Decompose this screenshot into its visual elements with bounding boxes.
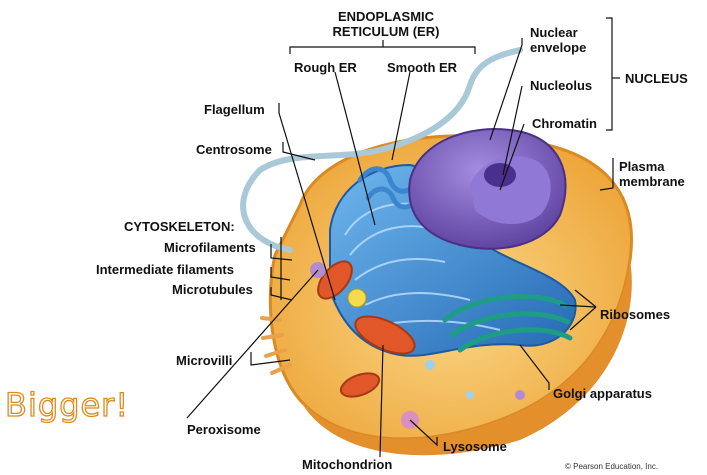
er-title-line1: ENDOPLASMIC (318, 9, 454, 24)
microvilli-label: Microvilli (176, 353, 232, 368)
bigger-overlay-text: Bigger! (5, 386, 129, 424)
nucleolus-label: Nucleolus (530, 78, 592, 93)
lysosome-label: Lysosome (443, 439, 507, 454)
nucleus-label: NUCLEUS (625, 71, 688, 86)
intermediate-filaments-label: Intermediate filaments (96, 262, 234, 277)
plasma-membrane-label: Plasma membrane (619, 159, 685, 189)
chromatin-label: Chromatin (532, 116, 597, 131)
plasma-membrane-line2: membrane (619, 174, 685, 189)
cytoskeleton-label: CYTOSKELETON: (124, 219, 235, 234)
golgi-label: Golgi apparatus (553, 386, 652, 401)
microfilaments-label: Microfilaments (164, 240, 256, 255)
er-title-line2: RETICULUM (ER) (318, 24, 454, 39)
plasma-membrane-line1: Plasma (619, 159, 685, 174)
ribosomes-label: Ribosomes (600, 307, 670, 322)
copyright-credit: © Pearson Education, Inc. (565, 459, 658, 474)
centrosome-label: Centrosome (196, 142, 272, 157)
centrosome (348, 289, 366, 307)
er-title: ENDOPLASMIC RETICULUM (ER) (318, 9, 454, 39)
peroxisome-label: Peroxisome (187, 422, 261, 437)
nuclear-envelope-line2: envelope (530, 40, 586, 55)
nuclear-envelope-line1: Nuclear (530, 25, 586, 40)
flagellum-label: Flagellum (204, 102, 265, 117)
mitochondrion-label: Mitochondrion (302, 457, 392, 472)
nuclear-envelope-label: Nuclear envelope (530, 25, 586, 55)
smooth-er-label: Smooth ER (387, 60, 457, 75)
nucleolus (484, 163, 516, 187)
rough-er-label: Rough ER (294, 60, 357, 75)
microtubules-label: Microtubules (172, 282, 253, 297)
